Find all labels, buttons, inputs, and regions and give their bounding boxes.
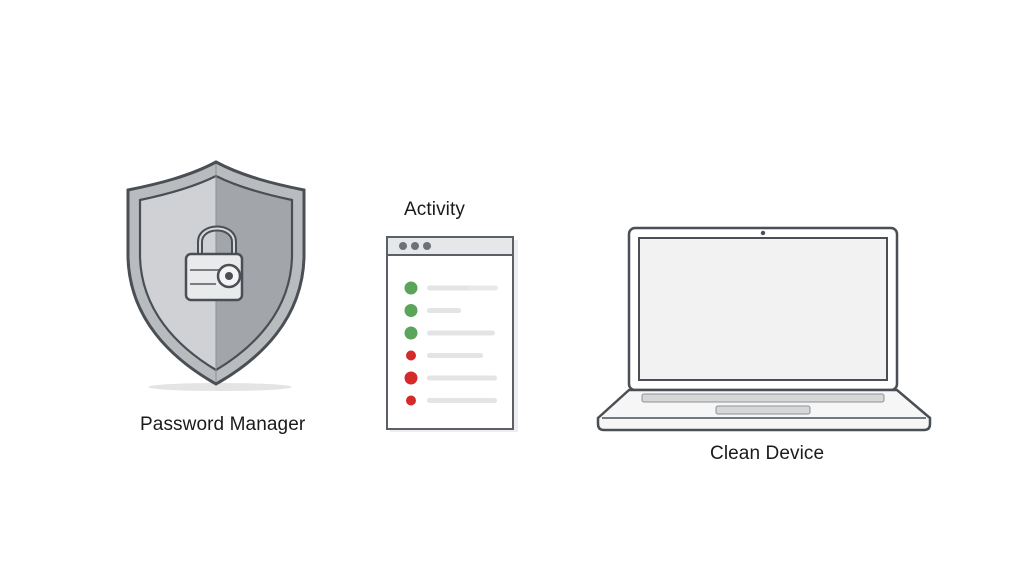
activity-placeholder-bar	[427, 398, 497, 403]
activity-placeholder-bar	[427, 330, 495, 336]
activity-placeholder-bar	[427, 353, 483, 358]
password-manager-label: Password Manager	[140, 414, 306, 435]
clean-device-laptop	[596, 226, 932, 436]
activity-status-dot	[404, 304, 418, 317]
activity-placeholder-bar	[468, 285, 498, 291]
activity-status-dot	[404, 371, 418, 385]
activity-placeholder-bar	[427, 375, 497, 381]
activity-window-graphic	[386, 236, 518, 432]
activity-status-dot	[406, 350, 416, 361]
activity-status-dot	[404, 281, 418, 295]
activity-status-dot	[406, 395, 416, 406]
activity-window	[386, 236, 526, 434]
activity-status-dot	[404, 326, 418, 340]
clean-device-label: Clean Device	[710, 443, 825, 464]
shield-lock-icon	[126, 160, 306, 391]
laptop-icon	[596, 226, 932, 432]
activity-placeholder-bar	[427, 308, 461, 313]
activity-label: Activity	[404, 199, 465, 220]
password-manager-shield	[120, 158, 320, 398]
